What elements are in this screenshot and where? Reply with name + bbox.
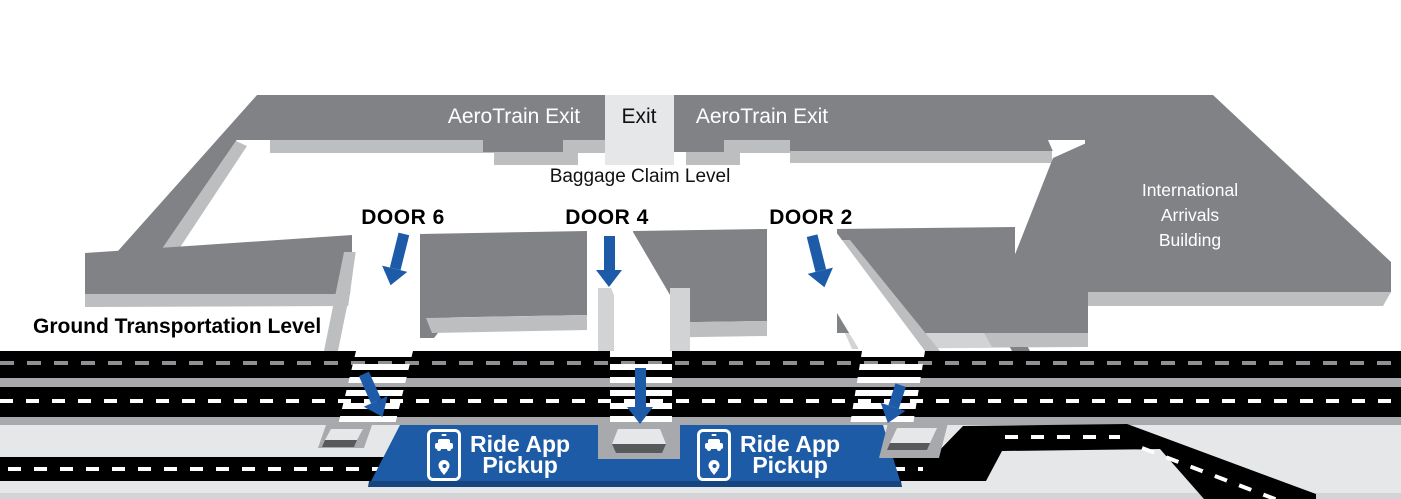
door-6-label: DOOR 6: [361, 206, 445, 229]
pickup-sign-right: Ride App Pickup: [697, 429, 840, 481]
pickup-sign-left: Ride App Pickup: [427, 429, 570, 481]
door-4-arrow-icon: [596, 236, 622, 287]
lane-dashes-curbside-right: [1005, 435, 1120, 439]
iab-line-3: Building: [1158, 230, 1222, 250]
pickup-sign-right-line1: Ride App: [740, 431, 841, 457]
lane-dashes-middle: [0, 399, 1401, 403]
baggage-claim-level-label: Baggage Claim Level: [549, 166, 731, 187]
roof-bevel-mid: [724, 140, 790, 153]
iab-line-2: Arrivals: [1160, 205, 1220, 225]
lane-dashes-upper: [0, 361, 1401, 365]
roadway-median-lower: [0, 417, 1401, 425]
door-4-label: DOOR 4: [565, 206, 649, 229]
crosswalk-door-4-arrow-icon: [627, 368, 653, 424]
ride-app-phone-icon: [427, 429, 461, 481]
door-2-label: DOOR 2: [769, 206, 853, 229]
aerotrain-exit-right-label: AeroTrain Exit: [695, 105, 829, 128]
exit-corridor: [605, 95, 674, 165]
iab-line-1: International: [1141, 180, 1239, 200]
pickup-sign-left-line2: Pickup: [482, 452, 558, 478]
pickup-sign-right-line2: Pickup: [752, 452, 828, 478]
roof-tab-right-bevel: [686, 152, 740, 165]
exit-label: Exit: [621, 105, 657, 128]
pickup-sign-left-line1: Ride App: [470, 431, 571, 457]
ride-app-phone-icon: [697, 429, 731, 481]
bottom-edge-strip: [0, 493, 1401, 499]
roof-tab-left-bevel: [494, 152, 578, 165]
roadway-median-upper: [0, 378, 1401, 387]
roof-tab-right: [674, 95, 724, 152]
international-arrivals-label: International Arrivals Building: [1110, 178, 1270, 253]
roof-bevel-right: [790, 151, 1052, 163]
ground-transportation-level-label: Ground Transportation Level: [33, 315, 322, 338]
aerotrain-exit-left-label: AeroTrain Exit: [447, 105, 581, 128]
roof-tab-left: [483, 95, 563, 152]
